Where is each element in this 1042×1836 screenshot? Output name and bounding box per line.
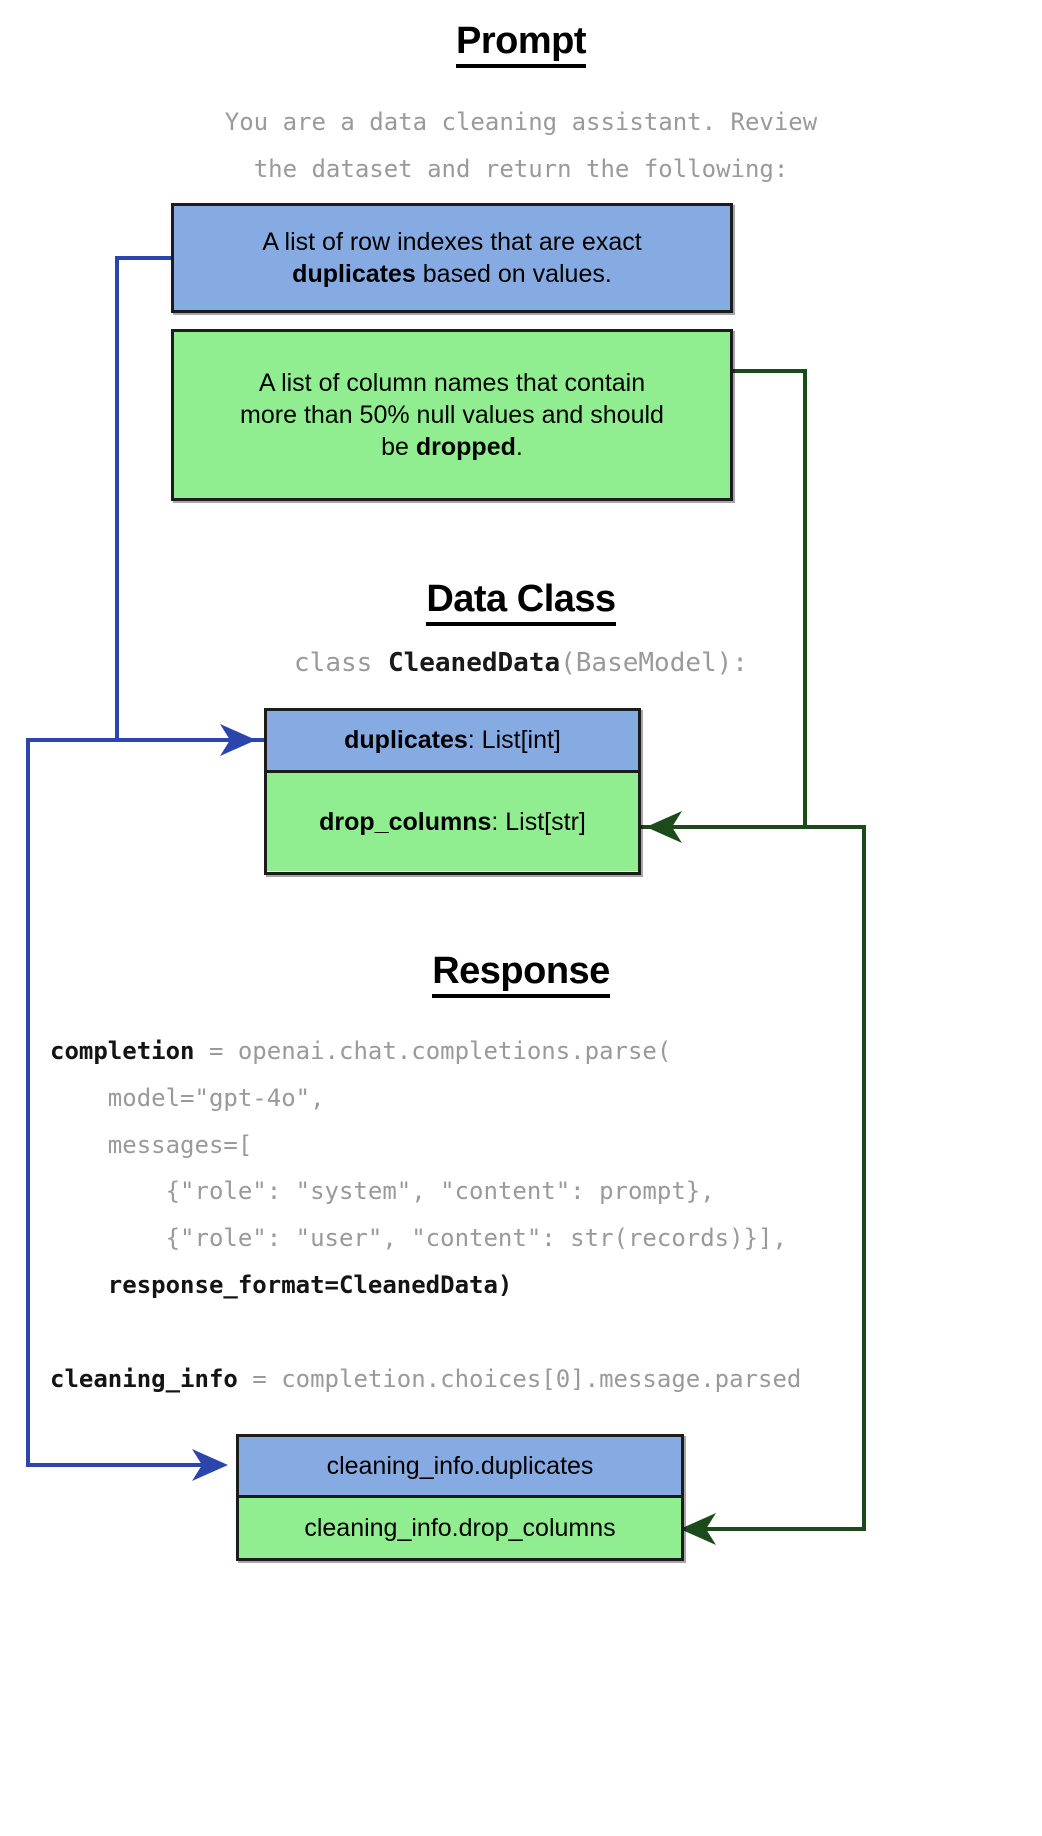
dataclass-signature-name: CleanedData <box>387 648 561 678</box>
prompt-title-text: Prompt <box>456 20 587 68</box>
response-output-stack: cleaning_info.duplicates cleaning_info.d… <box>236 1434 684 1561</box>
response-output-duplicates-label: cleaning_info.duplicates <box>326 1451 594 1480</box>
response-code-bold: response_format=CleanedData) <box>50 1270 513 1299</box>
response-title-text: Response <box>432 950 610 998</box>
prompt-dropcolumns-line-1: A list of column names that contain <box>258 369 646 397</box>
dataclass-field-duplicates-type: : List[int] <box>467 726 561 754</box>
response-code-line: model="gpt-4o", <box>50 1075 801 1122</box>
prompt-dropcolumns-line-3-head: be <box>381 433 416 461</box>
dataclass-section-title: Data Class <box>0 578 1042 626</box>
prompt-dropcolumns-box: A list of column names that contain more… <box>171 329 733 501</box>
response-code-text: = openai.chat.completions.parse( <box>194 1037 672 1065</box>
response-output-dropcolumns-label: cleaning_info.drop_columns <box>304 1513 616 1542</box>
dataclass-signature-suffix: (BaseModel): <box>560 648 748 678</box>
prompt-duplicates-bold: duplicates <box>292 260 416 288</box>
response-code-line <box>50 1309 801 1356</box>
prompt-dropcolumns-text: A list of column names that contain more… <box>226 367 678 463</box>
response-section-title: Response <box>0 950 1042 998</box>
dataclass-field-duplicates-label: duplicates: List[int] <box>344 726 561 755</box>
prompt-section-title: Prompt <box>0 20 1042 68</box>
dataclass-field-dropcolumns-name: drop_columns <box>319 807 492 836</box>
prompt-duplicates-line-2: based on values. <box>415 260 612 288</box>
response-code-text: {"role": "system", "content": prompt}, <box>50 1177 715 1206</box>
prompt-duplicates-text: A list of row indexes that are exact dup… <box>248 226 655 290</box>
dataclass-signature-prefix: class <box>294 648 388 678</box>
prompt-duplicates-line-1: A list of row indexes that are exact <box>262 228 642 256</box>
response-output-dropcolumns: cleaning_info.drop_columns <box>239 1498 681 1558</box>
dataclass-signature: class CleanedData(BaseModel): <box>0 648 1042 678</box>
dataclass-field-duplicates: duplicates: List[int] <box>267 711 638 773</box>
response-code-bold: cleaning_info <box>50 1364 238 1393</box>
response-code-text: messages=[ <box>50 1130 253 1159</box>
dataclass-fields-stack: duplicates: List[int] drop_columns: List… <box>264 708 641 875</box>
dataclass-field-dropcolumns-type: : List[str] <box>491 807 586 836</box>
response-code-line: {"role": "user", "content": str(records)… <box>50 1215 801 1262</box>
prompt-dropcolumns-line-2: more than 50% null values and should <box>240 401 664 429</box>
dataclass-field-dropcolumns-label: drop_columns: List[str] <box>319 808 586 837</box>
prompt-intro-line-1: You are a data cleaning assistant. Revie… <box>224 108 818 136</box>
response-code-line: {"role": "system", "content": prompt}, <box>50 1168 801 1215</box>
dataclass-title-text: Data Class <box>426 578 616 626</box>
response-code-line: messages=[ <box>50 1122 801 1169</box>
dataclass-field-duplicates-name: duplicates <box>344 726 468 754</box>
prompt-dropcolumns-line-3-tail: . <box>515 433 523 461</box>
response-code-line: cleaning_info = completion.choices[0].me… <box>50 1356 801 1403</box>
prompt-duplicates-box: A list of row indexes that are exact dup… <box>171 203 733 313</box>
prompt-dropcolumns-bold: dropped <box>415 433 516 461</box>
response-code-text: {"role": "user", "content": str(records)… <box>50 1224 787 1253</box>
response-code-line: completion = openai.chat.completions.par… <box>50 1028 801 1075</box>
response-code-text: model="gpt-4o", <box>50 1083 325 1112</box>
response-code-line: response_format=CleanedData) <box>50 1262 801 1309</box>
response-output-duplicates: cleaning_info.duplicates <box>239 1437 681 1498</box>
response-code-block: completion = openai.chat.completions.par… <box>50 1028 801 1402</box>
response-code-text: = completion.choices[0].message.parsed <box>237 1364 802 1393</box>
response-code-bold: completion <box>50 1037 195 1065</box>
dataclass-field-dropcolumns: drop_columns: List[str] <box>267 773 638 871</box>
prompt-intro-line-2: the dataset and return the following: <box>253 155 789 183</box>
